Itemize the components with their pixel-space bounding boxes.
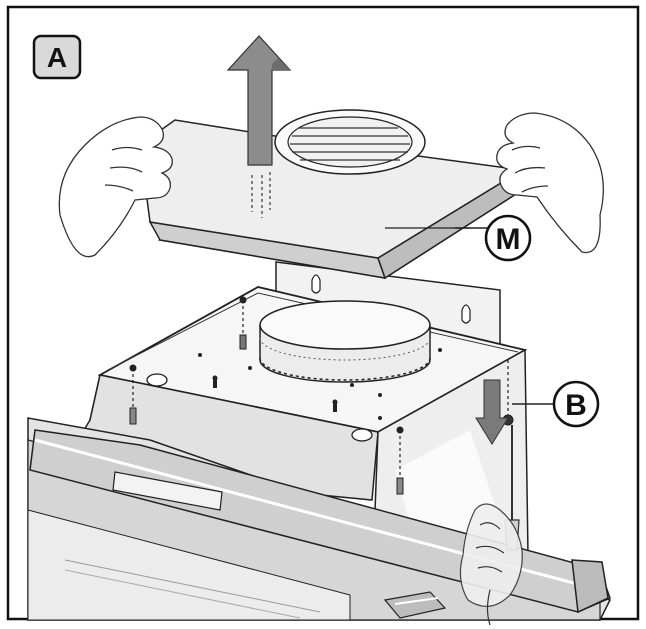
down-arrow (475, 379, 509, 445)
duct-collar (259, 300, 431, 383)
callout-b-label: B (565, 389, 587, 422)
right-hand (496, 112, 604, 254)
callout-m-label: M (496, 223, 521, 256)
up-arrow (226, 35, 292, 218)
hand-with-screwdriver (459, 425, 523, 626)
callout-m: M (455, 214, 532, 262)
callout-b: B (512, 380, 600, 428)
left-hand (58, 116, 173, 258)
panel-label: A (32, 34, 82, 80)
panel-label-text: A (47, 42, 67, 73)
